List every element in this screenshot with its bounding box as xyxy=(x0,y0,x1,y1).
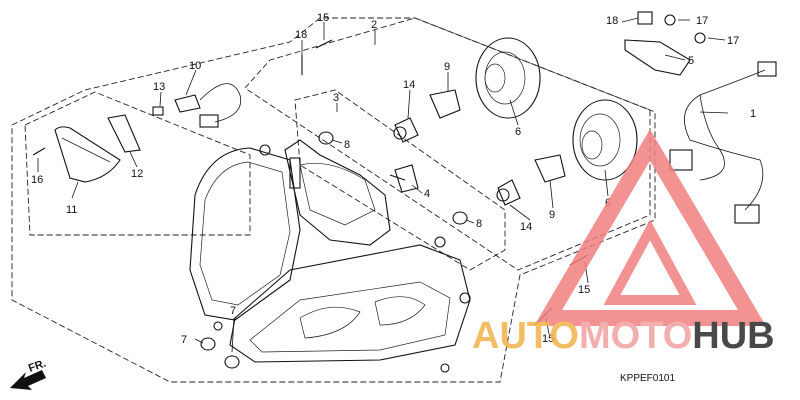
watermark-word-auto: AUTO xyxy=(472,315,579,357)
callout-16: 16 xyxy=(31,174,43,186)
watermark-logo: AUTOMOTOHUB xyxy=(472,129,775,357)
callout-17-lower: 17 xyxy=(727,35,739,47)
diagram-code: KPPEF0101 xyxy=(620,373,675,384)
callout-15-top: 15 xyxy=(317,12,329,24)
callout-9-upper: 9 xyxy=(444,61,450,73)
dampers xyxy=(200,131,468,369)
watermark-triangle-icon xyxy=(533,129,767,326)
callout-8-lower: 8 xyxy=(476,218,482,230)
svg-text:AUTOMOTOHUB: AUTOMOTOHUB xyxy=(472,315,775,357)
position-light-parts xyxy=(32,83,242,183)
callout-1: 1 xyxy=(750,108,756,120)
callout-6-upper: 6 xyxy=(515,126,521,138)
callout-8-upper: 8 xyxy=(344,139,350,151)
callout-10: 10 xyxy=(189,60,201,72)
callout-12: 12 xyxy=(131,168,143,180)
bulbs-and-sockets xyxy=(393,89,566,206)
watermark-word-hub: HUB xyxy=(692,315,774,357)
wiring-harness xyxy=(624,11,777,224)
callout-2: 2 xyxy=(371,19,377,31)
callout-14-lower: 14 xyxy=(520,221,532,233)
callout-9-lower: 9 xyxy=(549,209,555,221)
callout-15-middle: 15 xyxy=(578,284,590,296)
bulb-socket-caps xyxy=(475,37,638,181)
callout-3: 3 xyxy=(333,92,339,104)
callout-5: 5 xyxy=(688,55,694,67)
callout-13: 13 xyxy=(153,81,165,93)
group-outlines xyxy=(11,17,656,383)
callout-14-upper: 14 xyxy=(403,79,415,91)
front-direction-arrow: FR. xyxy=(10,357,48,390)
headlight-assembly xyxy=(189,139,471,373)
callout-4: 4 xyxy=(424,188,430,200)
callout-7-right: 7 xyxy=(230,305,236,317)
callout-7-left: 7 xyxy=(181,334,187,346)
callout-17-top: 17 xyxy=(696,15,708,27)
callout-15-bottom: 15 xyxy=(542,333,554,345)
callout-11: 11 xyxy=(66,204,77,216)
front-arrow-label: FR. xyxy=(27,357,48,374)
watermark-word-moto: MOTO xyxy=(579,315,692,357)
leader-lines xyxy=(37,17,729,353)
callout-18-top: 18 xyxy=(606,15,618,27)
callout-18-left: 18 xyxy=(295,29,307,41)
callout-labels: 1 2 3 4 5 6 6 7 7 8 8 9 9 10 11 12 13 14… xyxy=(31,12,756,346)
